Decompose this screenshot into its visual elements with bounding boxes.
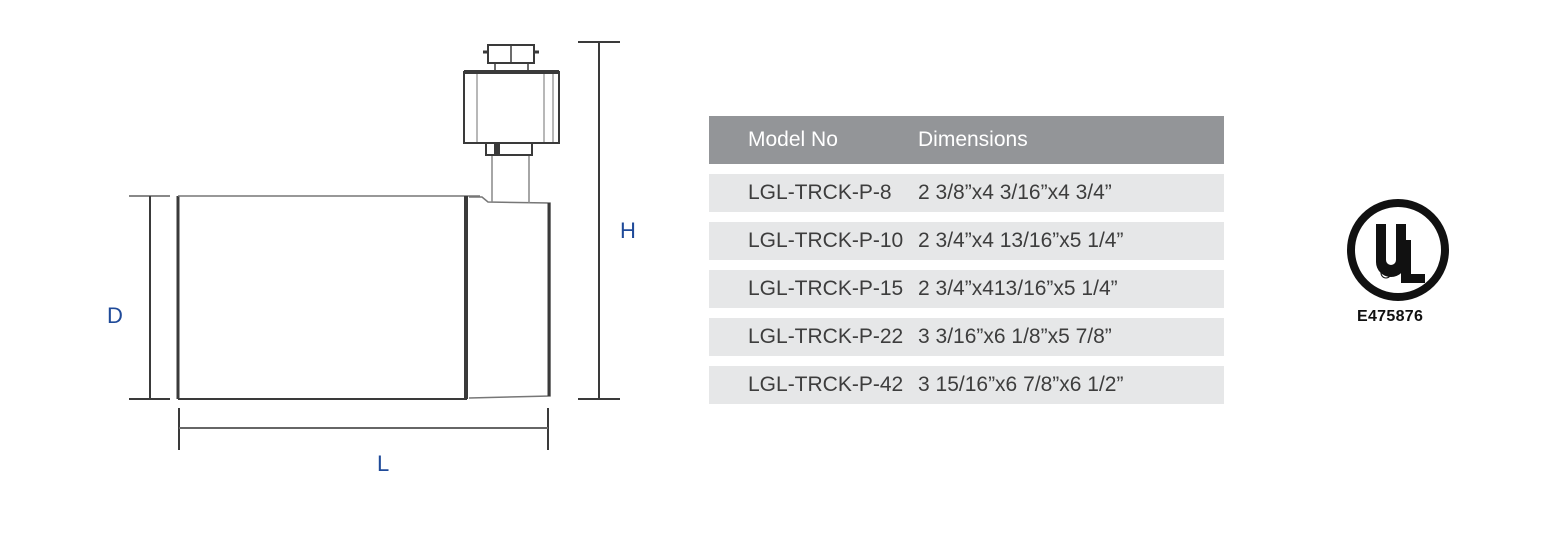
header-model: Model No <box>748 128 838 151</box>
svg-text:R: R <box>1383 271 1388 278</box>
depth-label: D <box>107 303 123 328</box>
cell-dimensions: 2 3/4”x413/16”x5 1/4” <box>918 277 1118 300</box>
table-row: LGL-TRCK-P-42 3 15/16”x6 7/8”x6 1/2” <box>709 366 1224 404</box>
fixture-dimension-drawing: D L H <box>0 0 700 544</box>
table-header: Model No Dimensions <box>709 116 1224 164</box>
header-dimensions: Dimensions <box>918 128 1028 151</box>
cell-model: LGL-TRCK-P-10 <box>748 229 904 252</box>
height-label: H <box>620 218 636 243</box>
cell-dimensions: 3 3/16”x6 1/8”x5 7/8” <box>918 325 1112 348</box>
track-light-outline-icon <box>129 41 620 450</box>
cell-model: LGL-TRCK-P-42 <box>748 373 904 396</box>
model-dimensions-table: Model No Dimensions LGL-TRCK-P-8 2 3/8”x… <box>709 116 1224 404</box>
ul-file-number: E475876 <box>1357 308 1424 325</box>
cell-model: LGL-TRCK-P-22 <box>748 325 904 348</box>
table-row: LGL-TRCK-P-8 2 3/8”x4 3/16”x4 3/4” <box>709 174 1224 212</box>
cell-dimensions: 3 15/16”x6 7/8”x6 1/2” <box>918 373 1124 396</box>
ul-certification-logo-icon: R <box>1347 199 1449 301</box>
cell-dimensions: 2 3/4”x4 13/16”x5 1/4” <box>918 229 1124 252</box>
cell-model: LGL-TRCK-P-15 <box>748 277 904 300</box>
table-row: LGL-TRCK-P-15 2 3/4”x413/16”x5 1/4” <box>709 270 1224 308</box>
table-row: LGL-TRCK-P-10 2 3/4”x4 13/16”x5 1/4” <box>709 222 1224 260</box>
table-row: LGL-TRCK-P-22 3 3/16”x6 1/8”x5 7/8” <box>709 318 1224 356</box>
cell-dimensions: 2 3/8”x4 3/16”x4 3/4” <box>918 181 1112 204</box>
length-label: L <box>377 451 390 476</box>
cell-model: LGL-TRCK-P-8 <box>748 181 892 204</box>
